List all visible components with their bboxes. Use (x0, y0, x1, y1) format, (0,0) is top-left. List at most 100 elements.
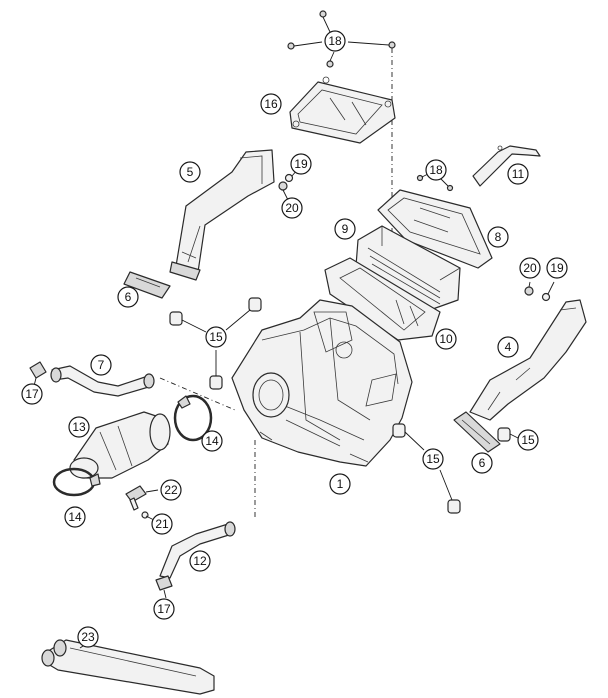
callout-number: 17 (25, 387, 39, 401)
callout-circle (151, 513, 173, 535)
callout-8: 8 (487, 226, 509, 248)
callout-number: 17 (157, 602, 171, 616)
callout-number: 16 (264, 97, 278, 111)
callout-number: 13 (72, 420, 86, 434)
callout-number: 5 (187, 165, 194, 179)
callout-11: 11 (507, 163, 529, 185)
callout-6: 6 (471, 452, 493, 474)
callout-number: 8 (495, 230, 502, 244)
callout-circle (425, 159, 447, 181)
resonator-23 (41, 639, 215, 695)
callout-number: 6 (479, 456, 486, 470)
callout-6: 6 (117, 286, 139, 308)
callout-number: 23 (81, 630, 95, 644)
callout-circle (21, 383, 43, 405)
seal-6-right (453, 411, 501, 453)
callout-10: 10 (435, 328, 457, 350)
callout-number: 14 (205, 434, 219, 448)
callout-number: 19 (550, 261, 564, 275)
callout-7: 7 (90, 354, 112, 376)
callout-number: 6 (125, 290, 132, 304)
callout-19: 19 (546, 257, 568, 279)
hose-clamp-17-bottom (155, 575, 173, 599)
callout-number: 11 (512, 167, 525, 181)
callout-19: 19 (290, 153, 312, 175)
callout-number: 15 (209, 330, 223, 344)
callout-number: 18 (328, 34, 342, 48)
grommets-15-left (169, 297, 262, 390)
callout-circle (435, 328, 457, 350)
callout-number: 4 (505, 340, 512, 354)
callout-number: 14 (68, 510, 82, 524)
callout-circle (497, 336, 519, 358)
sensor-21-22 (125, 485, 159, 521)
callout-circle (334, 218, 356, 240)
callout-number: 20 (523, 261, 537, 275)
callout-circle (487, 226, 509, 248)
callout-15: 15 (422, 448, 444, 470)
hose-clamp-14-upper (173, 394, 213, 442)
callout-number: 15 (521, 433, 535, 447)
callout-15: 15 (205, 326, 227, 348)
callout-circle (471, 452, 493, 474)
callout-1: 1 (329, 473, 351, 495)
callout-circle (189, 550, 211, 572)
callout-number: 10 (439, 332, 453, 346)
callout-circle (329, 473, 351, 495)
callout-number: 9 (342, 222, 349, 236)
callout-circle (179, 161, 201, 183)
callout-number: 1 (337, 477, 344, 491)
callout-circle (77, 626, 99, 648)
callout-circle (546, 257, 568, 279)
callout-circle (507, 163, 529, 185)
callout-circle (90, 354, 112, 376)
callout-23: 23 (77, 626, 99, 648)
callout-circle (205, 326, 227, 348)
callout-16: 16 (260, 93, 282, 115)
callout-circle (68, 416, 90, 438)
callout-number: 7 (98, 358, 105, 372)
fasteners-19-20-left (278, 169, 298, 201)
callout-circle (260, 93, 282, 115)
callout-circle (290, 153, 312, 175)
callout-circle (160, 479, 182, 501)
screw-18-right (416, 173, 454, 192)
callout-circle (201, 430, 223, 452)
callout-21: 21 (151, 513, 173, 535)
callout-circle (324, 30, 346, 52)
callout-14: 14 (201, 430, 223, 452)
callout-20: 20 (519, 257, 541, 279)
callout-17: 17 (153, 598, 175, 620)
callout-circle (517, 429, 539, 451)
callout-17: 17 (21, 383, 43, 405)
screw-18-top (287, 10, 396, 68)
grommets-15-right (392, 423, 519, 514)
intake-boot-13 (69, 411, 171, 479)
seal-6-left (123, 271, 171, 299)
callout-number: 20 (285, 201, 299, 215)
callout-15: 15 (517, 429, 539, 451)
callout-number: 18 (429, 163, 443, 177)
callout-22: 22 (160, 479, 182, 501)
bracket-11 (472, 145, 541, 187)
filter-cover-8 (377, 189, 493, 269)
callout-circle (281, 197, 303, 219)
hose-clamp-17-top (29, 361, 47, 387)
callout-4: 4 (497, 336, 519, 358)
intake-duct-5 (169, 149, 275, 281)
breather-hose-7 (50, 365, 155, 397)
callout-13: 13 (68, 416, 90, 438)
callout-18: 18 (425, 159, 447, 181)
callout-circle (64, 506, 86, 528)
drain-hose-12 (159, 521, 236, 579)
filter-frame-10 (324, 257, 441, 341)
callout-circle (422, 448, 444, 470)
fasteners-19-20-right (524, 281, 555, 302)
intake-duct-4 (469, 299, 587, 421)
cover-plate-16 (289, 76, 396, 144)
hose-clamp-14-lower (52, 467, 101, 497)
callout-18: 18 (324, 30, 346, 52)
callout-20: 20 (281, 197, 303, 219)
